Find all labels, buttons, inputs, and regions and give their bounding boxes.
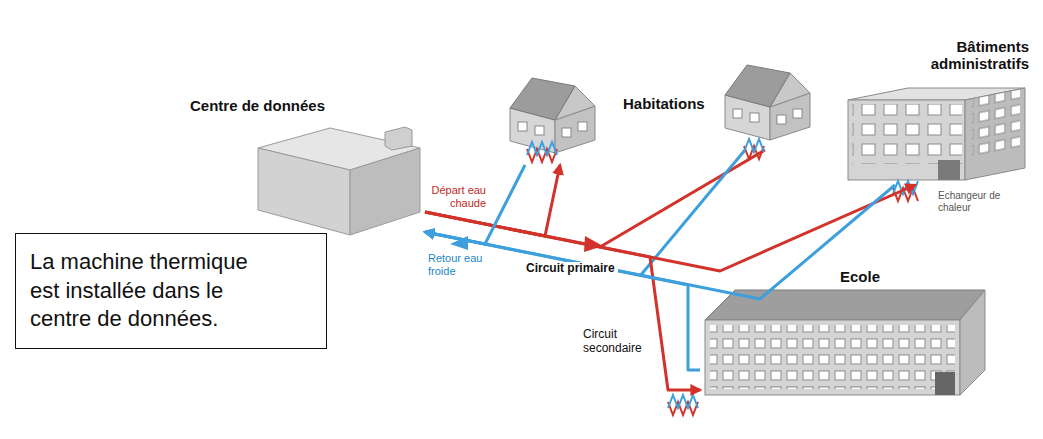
- office-group: Bâtiments administratifs: [840, 35, 1035, 185]
- office-building: [848, 88, 1025, 180]
- building-label: Bâtiments administratifs: [911, 38, 1029, 73]
- label-text: Retour eau froide: [428, 252, 482, 277]
- hot-water-pipe: [600, 150, 765, 247]
- data-center-building: [258, 127, 420, 235]
- callout-text: La machine thermique est installée dans …: [30, 248, 270, 334]
- heat-exchanger: [527, 142, 557, 162]
- cold-water-pipe: [425, 185, 895, 299]
- circuit-label: Circuit secondaire: [583, 328, 647, 356]
- circuit-label: Circuit primaire: [523, 262, 618, 276]
- callout-box: La machine thermique est installée dans …: [15, 233, 327, 349]
- label-text: Echangeur de chaleur: [938, 190, 1000, 213]
- housing-group: Habitations: [505, 65, 824, 165]
- building-label: Habitations: [623, 95, 824, 112]
- label-text: Circuit secondaire: [583, 327, 642, 355]
- school-group: Ecole: [700, 268, 994, 400]
- label-text: Départ eau chaude: [432, 184, 486, 209]
- cold-water-pipe: [425, 232, 700, 370]
- school-building: [705, 290, 985, 395]
- pipe-label: Départ eau chaude: [428, 184, 486, 209]
- hot-water-pipe: [425, 212, 700, 390]
- cold-water-pipe: [425, 165, 525, 244]
- heat-exchanger: [668, 395, 698, 415]
- building-label: Ecole: [840, 268, 994, 285]
- data-center: Centre de données: [185, 95, 425, 240]
- label-text: Circuit primaire: [526, 261, 615, 275]
- house: [725, 65, 810, 140]
- building-label: Centre de données: [190, 97, 420, 114]
- pipe-label: Retour eau froide: [428, 252, 490, 277]
- component-label: Echangeur de chaleur: [938, 190, 1004, 213]
- heat-exchanger: [744, 139, 764, 159]
